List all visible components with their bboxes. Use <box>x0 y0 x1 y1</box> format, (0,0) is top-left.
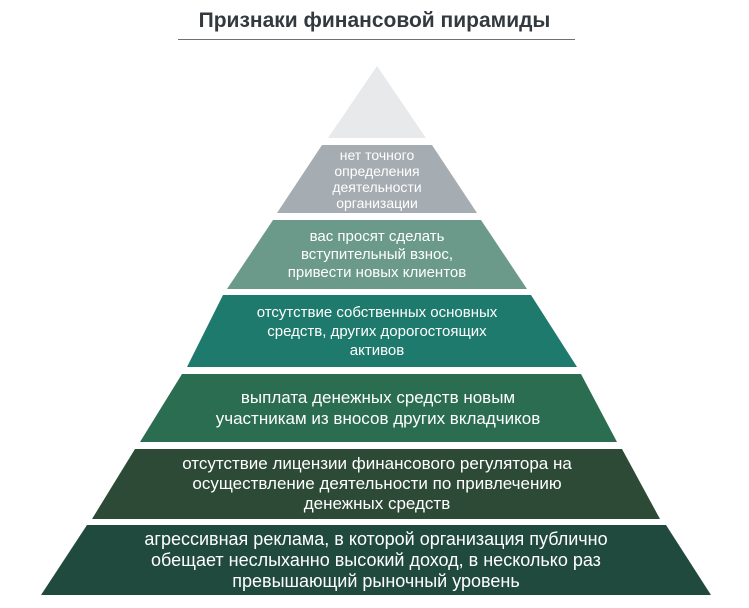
tier-2-line: вступительный взнос, <box>300 246 454 263</box>
pyramid-tier-5 <box>92 449 660 519</box>
tier-1-line: определения <box>334 163 420 179</box>
tier-3-line: средств, других дорогостоящих <box>267 322 487 340</box>
pyramid-tier-6 <box>41 525 711 595</box>
tier-6-line: превышающий рыночный уровень <box>232 570 520 591</box>
tier-5-line: отсутствие лицензии финансового регулято… <box>182 454 572 473</box>
tier-6-line: обещает неслыханно высокий доход, в неск… <box>151 549 601 570</box>
tier-4-line: участникам из вносов других вкладчиков <box>215 409 541 428</box>
diagram-title: Признаки финансовой пирамиды <box>198 9 551 32</box>
tier-1-line: нет точного <box>339 147 415 163</box>
tier-4-line: выплата денежных средств новым <box>240 388 516 407</box>
tier-5-text: отсутствие лицензии финансового регулято… <box>112 449 642 519</box>
tier-1-line: деятельности <box>332 179 422 195</box>
tier-2-line: вас просят сделать <box>309 228 445 245</box>
pyramid-apex <box>328 66 426 138</box>
tier-3-text: отсутствие собственных основных средств,… <box>207 297 547 365</box>
tier-4-text: выплата денежных средств новым участника… <box>160 374 596 442</box>
tier-5-line: денежных средств <box>303 494 451 513</box>
tier-5-line: осуществление деятельности по привлечени… <box>192 474 562 493</box>
tier-1-text: нет точного определения деятельности орг… <box>297 145 457 213</box>
pyramid-tier-3 <box>187 295 577 367</box>
pyramid-tier-1 <box>277 145 477 213</box>
pyramid-tier-2 <box>227 220 527 289</box>
tier-6-text: агрессивная реклама, в которой организац… <box>70 525 682 595</box>
title-underline <box>178 39 575 40</box>
tier-3-line: отсутствие собственных основных <box>256 303 498 321</box>
tier-6-line: агрессивная реклама, в которой организац… <box>144 528 608 549</box>
tier-2-text: вас просят сделать вступительный взнос, … <box>257 222 497 288</box>
pyramid-tier-4 <box>140 374 617 442</box>
tier-1-line: организации <box>336 195 418 211</box>
tier-3-line: активов <box>349 341 405 359</box>
tier-2-line: привести новых клиентов <box>287 264 467 281</box>
